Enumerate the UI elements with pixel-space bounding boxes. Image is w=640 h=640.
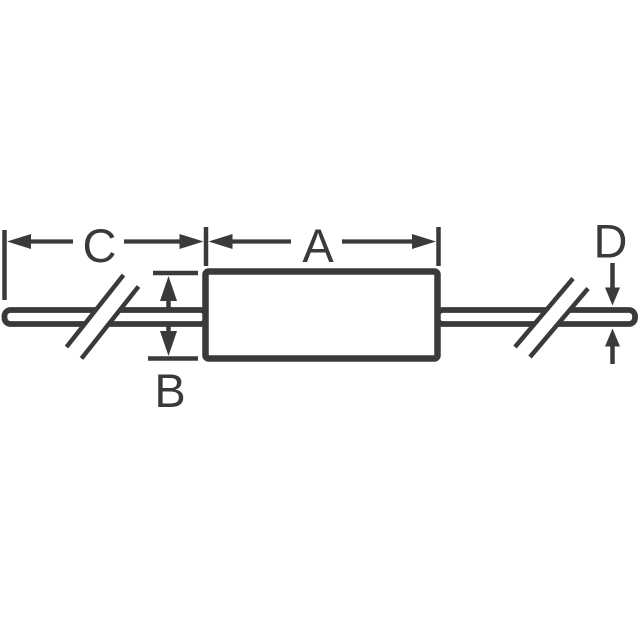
break-slash-icon (528, 287, 590, 359)
dimension-b: B (148, 270, 198, 417)
arrow-left-icon (7, 234, 31, 249)
dim-label-d: D (594, 215, 628, 268)
arrow-left-icon (208, 234, 233, 249)
break-slash-icon (64, 273, 126, 349)
arrow-right-icon (179, 234, 204, 249)
break-slash-icon (79, 285, 141, 360)
lead-right (434, 277, 638, 359)
dim-label-b: B (154, 364, 185, 417)
dim-label-c: C (83, 219, 117, 272)
component-body (202, 268, 441, 362)
dim-label-a: A (302, 219, 334, 272)
lead-left-break-gap (68, 275, 137, 358)
arrow-up-icon (605, 328, 620, 347)
lead-right-break-gap (516, 278, 587, 357)
break-slash-icon (513, 277, 575, 349)
dimension-a: A (208, 219, 441, 272)
dimension-c: C (2, 219, 204, 300)
dimension-d: D (594, 215, 628, 364)
arrow-right-icon (412, 234, 436, 249)
arrow-down-icon (605, 287, 620, 306)
arrow-up-icon (160, 276, 177, 301)
arrow-down-icon (160, 331, 177, 356)
